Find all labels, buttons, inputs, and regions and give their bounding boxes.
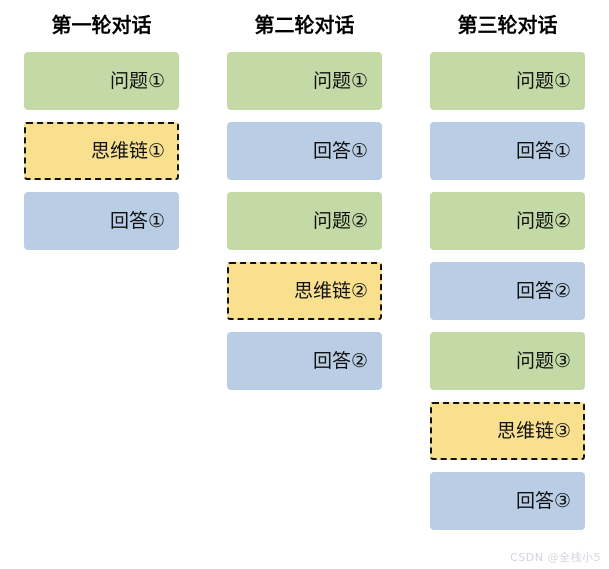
- node-label: 回答①: [109, 210, 165, 232]
- answer-node: 回答③: [430, 472, 585, 530]
- conversation-column-2: 第二轮对话问题① 回答① 问题② 思维链② 回答②: [203, 12, 406, 542]
- node-label: 回答①: [515, 140, 571, 162]
- watermark: CSDN @全栈小5: [510, 551, 601, 564]
- conversation-column-3: 第三轮对话问题① 回答① 问题② 回答② 问题③ 思维链③ 回答③: [406, 12, 609, 542]
- node-label: 思维链③: [496, 420, 571, 442]
- node-label: 回答②: [515, 280, 571, 302]
- question-node: 问题②: [227, 192, 382, 250]
- answer-node: 回答②: [227, 332, 382, 390]
- node-label: 回答③: [515, 490, 571, 512]
- chain-of-thought-node: 思维链②: [227, 262, 382, 320]
- answer-node: 回答①: [227, 122, 382, 180]
- question-node: 问题②: [430, 192, 585, 250]
- question-node: 问题①: [430, 52, 585, 110]
- answer-node: 回答①: [430, 122, 585, 180]
- node-label: 回答①: [312, 140, 368, 162]
- question-node: 问题①: [227, 52, 382, 110]
- node-label: 问题②: [515, 210, 571, 232]
- question-node: 问题③: [430, 332, 585, 390]
- answer-node: 回答②: [430, 262, 585, 320]
- column-title: 第二轮对话: [254, 13, 355, 37]
- node-label: 问题①: [109, 70, 165, 92]
- column-title: 第一轮对话: [51, 13, 152, 37]
- question-node: 问题①: [24, 52, 179, 110]
- node-label: 思维链②: [293, 280, 368, 302]
- node-label: 思维链①: [90, 140, 165, 162]
- node-label: 回答②: [312, 350, 368, 372]
- chain-of-thought-node: 思维链③: [430, 402, 585, 460]
- node-label: 问题②: [312, 210, 368, 232]
- answer-node: 回答①: [24, 192, 179, 250]
- node-label: 问题①: [515, 70, 571, 92]
- column-title: 第三轮对话: [457, 13, 558, 37]
- conversation-column-1: 第一轮对话问题① 思维链① 回答①: [0, 12, 203, 542]
- node-label: 问题①: [312, 70, 368, 92]
- chain-of-thought-node: 思维链①: [24, 122, 179, 180]
- node-label: 问题③: [515, 350, 571, 372]
